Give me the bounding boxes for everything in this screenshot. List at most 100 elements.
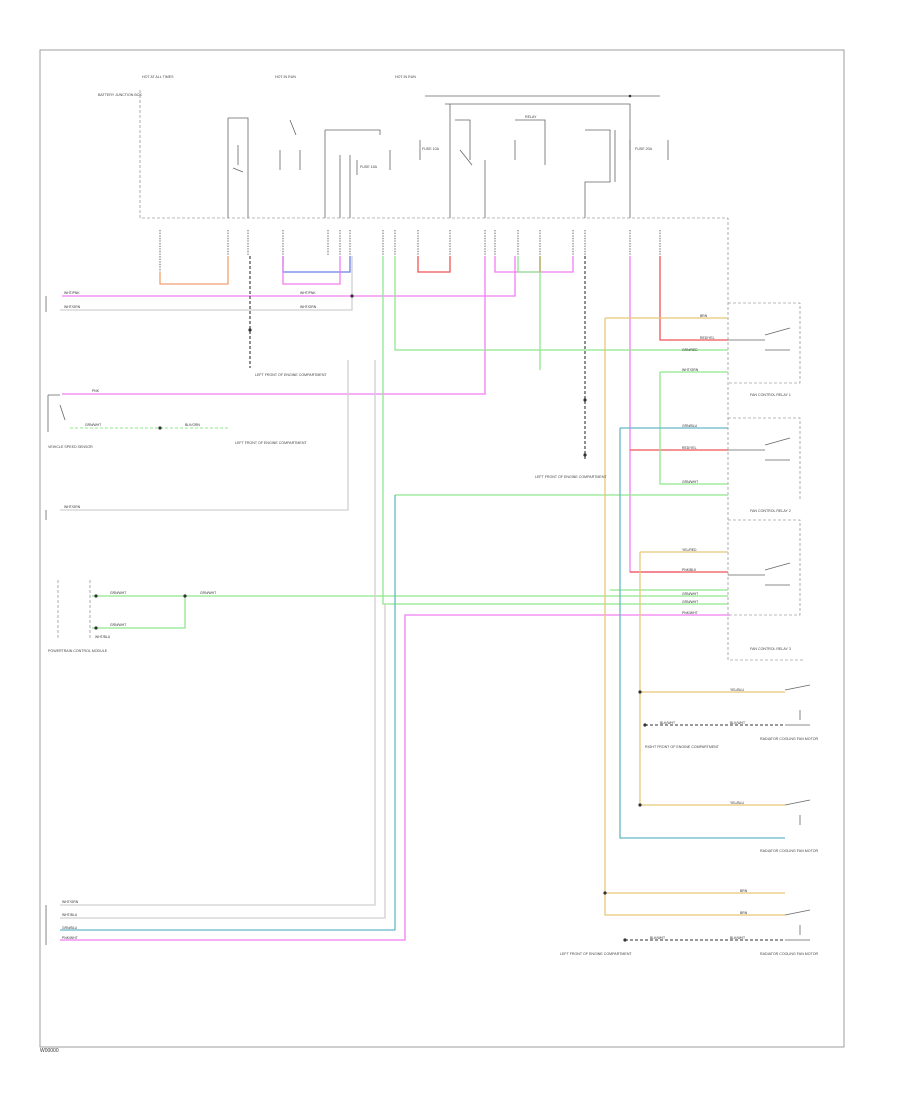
- label-relay-1: FAN CONTROL RELAY 1: [750, 393, 791, 397]
- wire-orange: [159, 256, 229, 285]
- label-relay-top: RELAY: [525, 115, 537, 119]
- wire-gray-a: [60, 256, 353, 311]
- wire-label-bottom-4: PNK/WHT: [62, 936, 78, 940]
- wire-label-grn-wht-r3b: GRN/WHT: [682, 600, 698, 604]
- label-hot-in-run-1: HOT IN RUN: [275, 75, 296, 79]
- diagram-frame: [39, 49, 845, 1048]
- vehicle-speed-sensor-symbol: [47, 394, 66, 432]
- label-battery-junction: BATTERY JUNCTION BOX: [98, 93, 143, 97]
- bus-line-mid: [445, 103, 631, 218]
- wire-label-blk-fan1: BLK/WHT: [660, 721, 675, 725]
- pcm-left-outline: [57, 580, 91, 640]
- wire-label-wht-grn-r: WHT/GRN: [682, 368, 699, 372]
- wire-label-pnk-blk: PNK/BLK: [682, 568, 697, 572]
- relay-e-frame: [514, 119, 546, 165]
- wire-label-grn-wht-r2: GRN/WHT: [682, 480, 698, 484]
- label-ground-center: LEFT FRONT OF ENGINE COMPARTMENT: [535, 475, 607, 479]
- wire-label-bottom-2: WHT/BLU: [62, 913, 78, 917]
- relay-a-coil: [227, 117, 249, 218]
- label-ground-left: LEFT FRONT OF ENGINE COMPARTMENT: [255, 373, 327, 377]
- label-vehicle-speed-sensor: VEHICLE SPEED SENSOR: [48, 445, 93, 449]
- relay-f-frame: [584, 129, 616, 218]
- wire-label-grn-wht-pcm-3: GRN/WHT: [110, 623, 126, 627]
- relay-3-switch: [728, 562, 791, 586]
- wire-label-grn-red: GRN/RED: [682, 348, 698, 352]
- wire-label-grn-wht-pcm-2: GRN/WHT: [200, 591, 216, 595]
- wire-red-top: [417, 256, 451, 273]
- wire-pink-wht-pnk: [62, 256, 516, 297]
- wire-label-pnk-left: PNK: [92, 389, 100, 393]
- relay-2-switch: [728, 437, 791, 461]
- relay-2-outline: [728, 417, 801, 500]
- wire-label-yel-red: YEL/RED: [682, 548, 697, 552]
- wire-label-bottom-1: WHT/GRN: [62, 900, 79, 904]
- wire-green-a: [394, 256, 728, 351]
- wire-label-grn-blu: GRN/BLU: [682, 424, 698, 428]
- label-ground-rf: RIGHT FRONT OF ENGINE COMPARTMENT: [645, 745, 720, 749]
- fan-motor-2-symbol: [784, 799, 811, 825]
- wire-label-pnk-wht: PNK/WHT: [682, 611, 698, 615]
- connector-pins: [159, 230, 661, 272]
- relay-1-switch: [728, 327, 791, 351]
- wire-label-brn-fan3b: BRN: [740, 911, 748, 915]
- wire-label-wht-grn: WHT/GRN: [64, 305, 81, 309]
- wire-label-wht-pnk: WHT/PNK: [64, 291, 80, 295]
- label-fan-motor-3: RADIATOR COOLING FAN MOTOR: [760, 952, 819, 956]
- label-ground-vss: LEFT FRONT OF ENGINE COMPARTMENT: [235, 441, 307, 445]
- wire-label-wht-blu: WHT/BLU: [95, 635, 111, 639]
- wire-gray-c: [60, 360, 376, 906]
- fuse-a-symbol: [356, 140, 669, 175]
- label-relay-2: FAN CONTROL RELAY 2: [750, 509, 791, 513]
- wire-label-grn-wht-r3: GRN/WHT: [682, 592, 698, 596]
- label-pcm-left: POWERTRAIN CONTROL MODULE: [48, 649, 108, 653]
- label-fuse-a: FUSE 15A: [360, 165, 378, 169]
- relay-a-switch: [232, 145, 244, 173]
- label-fuse-b: FUSE 10A: [422, 147, 440, 151]
- wire-label-brn-relay1: BRN: [700, 314, 708, 318]
- wire-green-b: [382, 256, 728, 605]
- wire-label-blk-fan3b: BLK/WHT: [730, 936, 745, 940]
- wire-label-blk-fan3: BLK/WHT: [650, 936, 665, 940]
- relay-c-frame: [324, 129, 381, 218]
- relay-3-outline: [728, 519, 801, 616]
- wire-label-wht-pnk-2: WHT/PNK: [300, 291, 316, 295]
- wire-red-right: [659, 256, 728, 341]
- wire-teal-fan2: [619, 428, 785, 839]
- wire-label-wht-grn-2: WHT/GRN: [300, 305, 317, 309]
- wire-label-bottom-3: GRN/BLU: [62, 926, 78, 930]
- wire-label-blk-fan1b: BLK/WHT: [730, 721, 745, 725]
- wire-pink-right-down: [629, 256, 680, 573]
- wire-pink-top-loop: [282, 256, 341, 285]
- label-ground-lf-bottom: LEFT FRONT OF ENGINE COMPARTMENT: [560, 952, 632, 956]
- relay-1-outline: [728, 302, 801, 384]
- wire-gray-d: [60, 604, 386, 919]
- wire-green-d: [92, 596, 186, 629]
- wire-label-wht-grn-left: WHT/GRN: [64, 505, 81, 509]
- label-relay-3: FAN CONTROL RELAY 3: [750, 647, 791, 651]
- wire-yellow-left: [604, 318, 785, 916]
- wire-gray-b: [60, 360, 349, 511]
- wire-label-yel-blu-fan2: YEL/BLU: [730, 801, 744, 805]
- wire-teal-long: [60, 495, 396, 931]
- wire-label-blk-grn-vss: BLK/GRN: [185, 423, 200, 427]
- relay-d-frame: [449, 104, 486, 218]
- label-fuse-c: FUSE 20A: [635, 147, 653, 151]
- fan-motor-1-symbol: [784, 684, 811, 726]
- wire-green-top-loop: [517, 256, 541, 273]
- label-fan-motor-1: RADIATOR COOLING FAN MOTOR: [760, 737, 819, 741]
- wire-label-yel-blu-fan1: YEL/BLU: [730, 688, 744, 692]
- label-fan-motor-2: RADIATOR COOLING FAN MOTOR: [760, 849, 819, 853]
- wire-pink-right-loop: [494, 256, 574, 273]
- wire-pink-low: [62, 256, 486, 395]
- label-hot-at-all-times-1: HOT AT ALL TIMES: [142, 75, 174, 79]
- switch-b: [279, 119, 301, 170]
- label-hot-in-run-2: HOT IN RUN: [395, 75, 416, 79]
- wire-label-red-relay1: RED/YEL: [700, 336, 715, 340]
- wire-green-f: [659, 372, 728, 485]
- figure-code: W00000: [40, 1048, 59, 1054]
- wire-label-brn-fan3: BRN: [740, 889, 748, 893]
- junction-dots: [94, 294, 647, 942]
- wire-pink-long: [60, 614, 730, 941]
